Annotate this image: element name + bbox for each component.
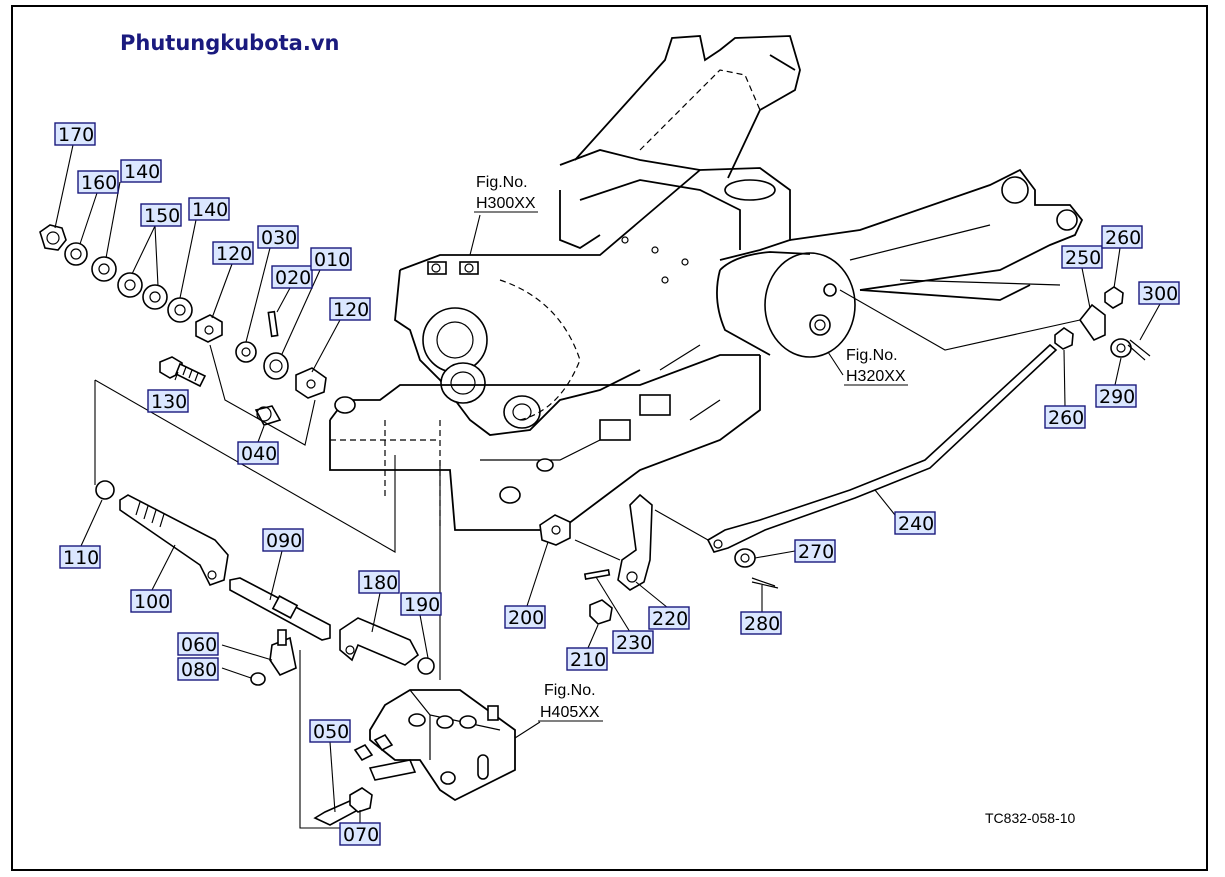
callout-label: 090 bbox=[262, 528, 304, 552]
svg-text:210: 210 bbox=[570, 649, 606, 671]
fig-ref-h320: Fig.No. H320XX bbox=[844, 347, 908, 386]
svg-text:140: 140 bbox=[192, 199, 228, 221]
svg-text:260: 260 bbox=[1105, 227, 1141, 249]
callout-label: 280 bbox=[740, 611, 782, 635]
fig-ref-h405: Fig.No. H405XX bbox=[538, 682, 603, 722]
fig-ref-h300: Fig.No. H300XX bbox=[474, 174, 538, 213]
svg-text:090: 090 bbox=[266, 530, 302, 552]
svg-text:100: 100 bbox=[134, 591, 170, 613]
svg-text:220: 220 bbox=[652, 608, 688, 630]
svg-text:250: 250 bbox=[1065, 247, 1101, 269]
svg-text:120: 120 bbox=[333, 299, 369, 321]
callout-label: 260 bbox=[1101, 225, 1143, 249]
svg-text:080: 080 bbox=[181, 659, 217, 681]
leader-lines bbox=[54, 144, 1161, 823]
callout-label: 050 bbox=[309, 719, 351, 743]
svg-text:230: 230 bbox=[616, 632, 652, 654]
callout-label: 060 bbox=[177, 632, 219, 656]
svg-text:020: 020 bbox=[275, 267, 311, 289]
svg-text:Fig.No.: Fig.No. bbox=[476, 174, 528, 191]
callout-label: 170 bbox=[54, 122, 96, 146]
lift-housing bbox=[329, 35, 1084, 531]
svg-text:240: 240 bbox=[898, 513, 934, 535]
callout-label: 140 bbox=[120, 159, 162, 183]
drawing-code: TC832-058-10 bbox=[985, 810, 1075, 826]
svg-text:150: 150 bbox=[144, 205, 180, 227]
callout-label: 120 bbox=[212, 241, 254, 265]
callout-label: 020 bbox=[271, 265, 313, 289]
svg-text:Fig.No.: Fig.No. bbox=[544, 682, 596, 699]
callout-label: 040 bbox=[237, 441, 279, 465]
svg-text:190: 190 bbox=[404, 594, 440, 616]
svg-text:140: 140 bbox=[124, 161, 160, 183]
brand-text: Phutungkubota.vn bbox=[120, 31, 339, 55]
callout-label: 290 bbox=[1095, 384, 1137, 408]
svg-text:110: 110 bbox=[63, 547, 99, 569]
callout-labels: 170 160 140 150 140 120 030 020 010 120 … bbox=[54, 122, 1180, 846]
svg-text:160: 160 bbox=[81, 172, 117, 194]
callout-label: 030 bbox=[257, 225, 299, 249]
callout-label: 190 bbox=[400, 592, 442, 616]
svg-text:040: 040 bbox=[241, 443, 277, 465]
svg-text:130: 130 bbox=[151, 391, 187, 413]
callout-label: 250 bbox=[1061, 245, 1103, 269]
callout-label: 110 bbox=[59, 545, 101, 569]
exploded-parts-left bbox=[39, 224, 441, 829]
callout-label: 180 bbox=[358, 570, 400, 594]
svg-text:120: 120 bbox=[216, 243, 252, 265]
callout-label: 260 bbox=[1044, 405, 1086, 429]
callout-label: 100 bbox=[130, 589, 172, 613]
svg-text:050: 050 bbox=[313, 721, 349, 743]
callout-label: 240 bbox=[894, 511, 936, 535]
callout-label: 140 bbox=[188, 197, 230, 221]
callout-label: 010 bbox=[310, 247, 352, 271]
svg-text:260: 260 bbox=[1048, 407, 1084, 429]
callout-label: 120 bbox=[329, 297, 371, 321]
svg-text:270: 270 bbox=[798, 541, 834, 563]
svg-text:010: 010 bbox=[314, 249, 350, 271]
svg-text:290: 290 bbox=[1099, 386, 1135, 408]
callout-label: 080 bbox=[177, 657, 219, 681]
callout-label: 300 bbox=[1138, 281, 1180, 305]
svg-text:H405XX: H405XX bbox=[540, 704, 600, 721]
callout-label: 150 bbox=[140, 203, 182, 227]
diagram-border bbox=[11, 5, 1208, 871]
svg-text:280: 280 bbox=[744, 613, 780, 635]
svg-text:030: 030 bbox=[261, 227, 297, 249]
svg-text:180: 180 bbox=[362, 572, 398, 594]
svg-text:060: 060 bbox=[181, 634, 217, 656]
callout-label: 160 bbox=[77, 170, 119, 194]
svg-text:H300XX: H300XX bbox=[476, 195, 536, 212]
svg-text:070: 070 bbox=[343, 824, 379, 846]
callout-label: 230 bbox=[612, 630, 654, 654]
callout-label: 210 bbox=[566, 647, 608, 671]
svg-text:H320XX: H320XX bbox=[846, 368, 906, 385]
callout-label: 200 bbox=[504, 605, 546, 629]
svg-text:200: 200 bbox=[508, 607, 544, 629]
svg-text:Fig.No.: Fig.No. bbox=[846, 347, 898, 364]
linkage-right bbox=[539, 286, 1151, 625]
svg-text:170: 170 bbox=[58, 124, 94, 146]
callout-label: 070 bbox=[339, 822, 381, 846]
control-valve bbox=[313, 689, 516, 826]
callout-label: 130 bbox=[147, 389, 189, 413]
svg-text:300: 300 bbox=[1142, 283, 1178, 305]
callout-label: 220 bbox=[648, 606, 690, 630]
callout-label: 270 bbox=[794, 539, 836, 563]
